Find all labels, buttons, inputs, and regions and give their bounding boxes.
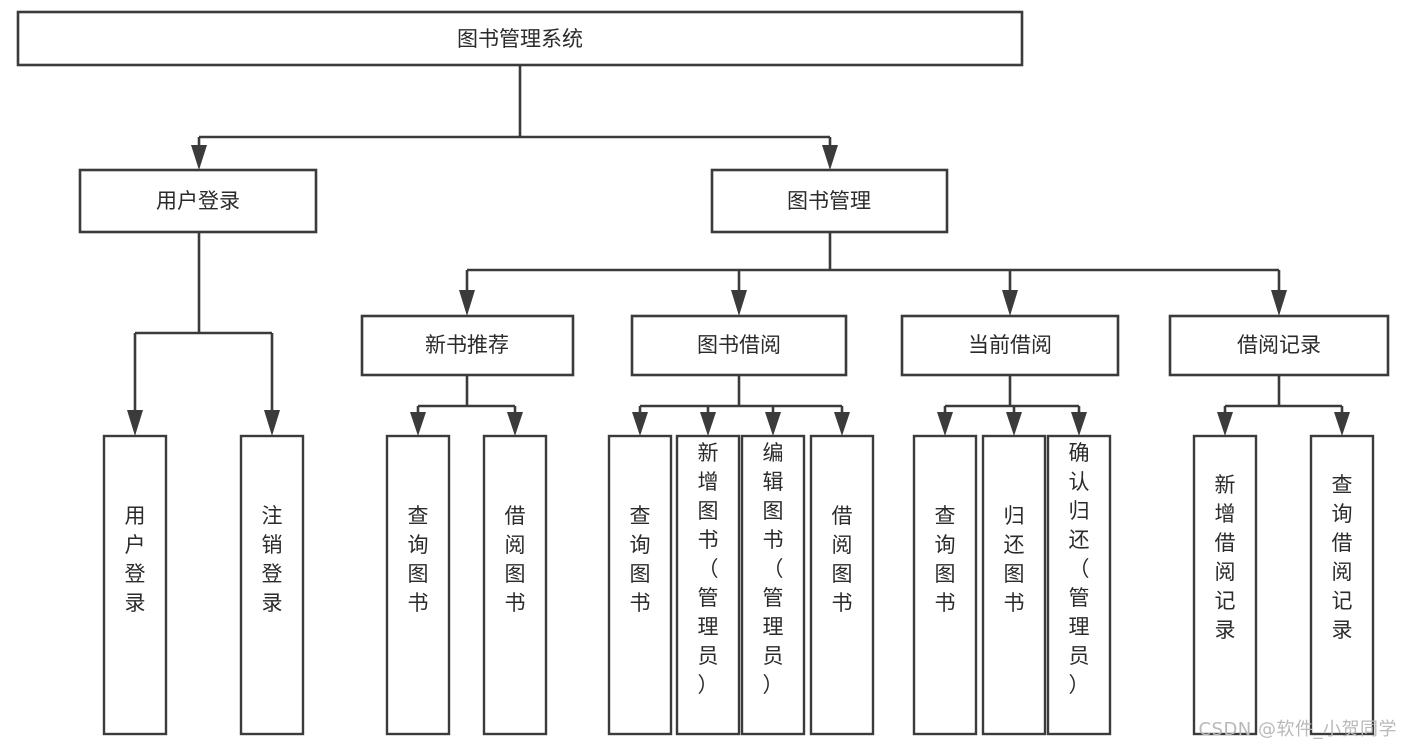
user-login-node-box[interactable] — [78, 168, 318, 234]
arrow-newbook-leaf-2 — [507, 412, 523, 436]
arrow-currentborrow-leaf-1 — [937, 412, 953, 436]
leaf-node-borrowrecord-query-record[interactable]: 查询借阅记录 — [1309, 434, 1375, 736]
leaf-box-bookborrow-query-books[interactable] — [607, 434, 673, 736]
leaf-box-borrowrecord-add-record[interactable] — [1192, 434, 1258, 736]
leaf-node-currentborrow-query-books[interactable]: 查询图书 — [912, 434, 978, 736]
leaf-node-bookborrow-add-book-admin[interactable]: 新增图书（管理员） — [675, 434, 741, 736]
arrow-root-to-book-mgmt — [822, 145, 838, 170]
leaf-box-bookborrow-edit-book-admin[interactable] — [740, 434, 806, 736]
leaf-node-user-login-login[interactable]: 用户登录 — [102, 434, 168, 736]
new-book-recommend-node-box[interactable] — [360, 314, 575, 377]
arrow-bookmgmt-to-new-book — [459, 290, 475, 316]
leaf-node-bookborrow-borrow-books[interactable]: 借阅图书 — [809, 434, 875, 736]
leaf-node-currentborrow-return-books[interactable]: 归还图书 — [981, 434, 1047, 736]
node-root-book-management-system[interactable]: 图书管理系统 — [16, 10, 1024, 67]
borrow-record-node-box[interactable] — [1168, 314, 1390, 377]
leaf-label-user-login-login: 用户登录 — [125, 504, 146, 615]
node-borrow-record[interactable]: 借阅记录 — [1168, 314, 1390, 377]
leaf-label-bookborrow-query-books: 查询图书 — [630, 504, 651, 615]
leaf-box-borrowrecord-query-record[interactable] — [1309, 434, 1375, 736]
arrow-userlogin-leaf-2 — [264, 410, 280, 436]
leaf-box-currentborrow-query-books[interactable] — [912, 434, 978, 736]
book-borrow-node-box[interactable] — [630, 314, 848, 377]
leaf-label-borrowrecord-add-record: 新增借阅记录 — [1215, 473, 1236, 642]
leaf-box-user-login-login[interactable] — [102, 434, 168, 736]
node-book-borrow[interactable]: 图书借阅 — [630, 314, 848, 377]
arrow-newbook-leaf-1 — [410, 412, 426, 436]
book-borrow-node-label: 图书借阅 — [697, 333, 781, 357]
leaf-node-user-logout[interactable]: 注销登录 — [239, 434, 305, 736]
new-book-recommend-node-label: 新书推荐 — [425, 333, 509, 357]
leaf-label-bookborrow-borrow-books: 借阅图书 — [832, 504, 853, 615]
arrow-bookmgmt-to-current-borrow — [1002, 290, 1018, 316]
csdn-watermark: CSDN @软件_小贺同学 — [1198, 719, 1397, 740]
node-current-borrow[interactable]: 当前借阅 — [900, 314, 1120, 377]
leaf-node-newbook-query-books[interactable]: 查询图书 — [385, 434, 451, 736]
arrow-bookborrow-leaf-3 — [765, 412, 781, 436]
leaf-node-currentborrow-confirm-return-admin[interactable]: 确认归还（管理员） — [1046, 434, 1112, 736]
node-new-book-recommend[interactable]: 新书推荐 — [360, 314, 575, 377]
leaf-node-borrowrecord-add-record[interactable]: 新增借阅记录 — [1192, 434, 1258, 736]
arrow-currentborrow-leaf-3 — [1071, 412, 1087, 436]
arrow-borrowrecord-leaf-2 — [1334, 412, 1350, 436]
leaf-box-user-logout[interactable] — [239, 434, 305, 736]
leaf-node-bookborrow-edit-book-admin[interactable]: 编辑图书（管理员） — [740, 434, 806, 736]
leaf-label-bookborrow-edit-book-admin: 编辑图书（管理员） — [763, 441, 784, 697]
root-node-box[interactable] — [16, 10, 1024, 67]
arrow-bookborrow-leaf-4 — [834, 412, 850, 436]
arrow-bookborrow-leaf-2 — [700, 412, 716, 436]
arrow-currentborrow-leaf-2 — [1006, 412, 1022, 436]
leaf-node-bookborrow-query-books[interactable]: 查询图书 — [607, 434, 673, 736]
leaf-label-newbook-query-books: 查询图书 — [408, 504, 429, 615]
leaf-box-bookborrow-add-book-admin[interactable] — [675, 434, 741, 736]
leaf-box-newbook-borrow-books[interactable] — [482, 434, 548, 736]
leaf-box-currentborrow-return-books[interactable] — [981, 434, 1047, 736]
edge-layer — [127, 65, 1350, 436]
book-management-node-label: 图书管理 — [787, 189, 871, 213]
user-login-node-label: 用户登录 — [156, 189, 240, 213]
arrow-bookmgmt-to-borrow-record — [1271, 290, 1287, 316]
leaf-label-newbook-borrow-books: 借阅图书 — [505, 504, 526, 615]
root-node-label: 图书管理系统 — [457, 27, 583, 51]
node-user-login[interactable]: 用户登录 — [78, 168, 318, 234]
leaf-label-bookborrow-add-book-admin: 新增图书（管理员） — [698, 441, 719, 697]
current-borrow-node-label: 当前借阅 — [968, 333, 1052, 357]
node-book-management[interactable]: 图书管理 — [710, 168, 949, 234]
leaf-node-newbook-borrow-books[interactable]: 借阅图书 — [482, 434, 548, 736]
arrow-root-to-user-login — [191, 145, 207, 170]
book-management-node-box[interactable] — [710, 168, 949, 234]
leaf-label-currentborrow-query-books: 查询图书 — [935, 504, 956, 615]
borrow-record-node-label: 借阅记录 — [1237, 333, 1321, 357]
arrow-borrowrecord-leaf-1 — [1217, 412, 1233, 436]
leaf-label-currentborrow-return-books: 归还图书 — [1004, 504, 1025, 615]
leaf-box-currentborrow-confirm-return-admin[interactable] — [1046, 434, 1112, 736]
current-borrow-node-box[interactable] — [900, 314, 1120, 377]
arrow-userlogin-leaf-1 — [127, 410, 143, 436]
arrow-bookmgmt-to-book-borrow — [731, 290, 747, 316]
leaf-label-currentborrow-confirm-return-admin: 确认归还（管理员） — [1069, 441, 1090, 697]
arrow-bookborrow-leaf-1 — [632, 412, 648, 436]
leaf-label-user-logout: 注销登录 — [262, 504, 283, 615]
leaf-box-bookborrow-borrow-books[interactable] — [809, 434, 875, 736]
leaf-label-borrowrecord-query-record: 查询借阅记录 — [1332, 473, 1353, 642]
leaf-box-newbook-query-books[interactable] — [385, 434, 451, 736]
